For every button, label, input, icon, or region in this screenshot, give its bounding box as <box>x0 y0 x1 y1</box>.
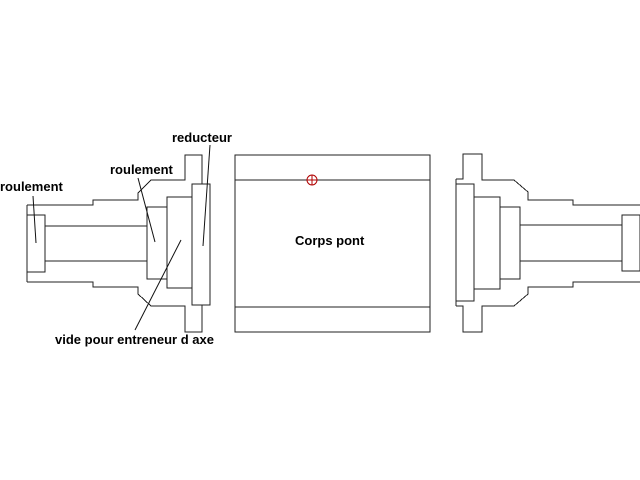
label-outer-bearing: roulement <box>0 179 63 194</box>
left-housing-bottom <box>27 281 203 333</box>
right-outer-bearing <box>621 214 640 272</box>
label-void: vide pour entreneur d axe <box>55 332 214 347</box>
axle-body <box>234 154 431 333</box>
right-housing-top <box>456 153 640 206</box>
crosshair-marker-icon <box>306 174 318 186</box>
label-reducer: reducteur <box>172 130 232 145</box>
label-axle-body: Corps pont <box>295 233 365 248</box>
right-void <box>473 196 501 290</box>
leader-reducer <box>202 144 211 247</box>
left-reducer <box>191 183 211 306</box>
leader-void <box>134 239 182 331</box>
left-housing-top <box>27 154 203 206</box>
left-hub <box>26 154 211 333</box>
left-outer-bearing <box>26 214 46 273</box>
label-inner-bearing: roulement <box>110 162 173 177</box>
right-reducer <box>455 183 475 302</box>
leader-outer-bearing <box>32 195 37 244</box>
leader-inner-bearing <box>137 177 156 243</box>
left-inner-bearing <box>146 206 168 280</box>
right-inner-bearing <box>499 206 521 280</box>
axle-body-outline <box>234 154 431 333</box>
right-housing-bottom <box>456 281 640 333</box>
right-hub <box>455 153 640 333</box>
